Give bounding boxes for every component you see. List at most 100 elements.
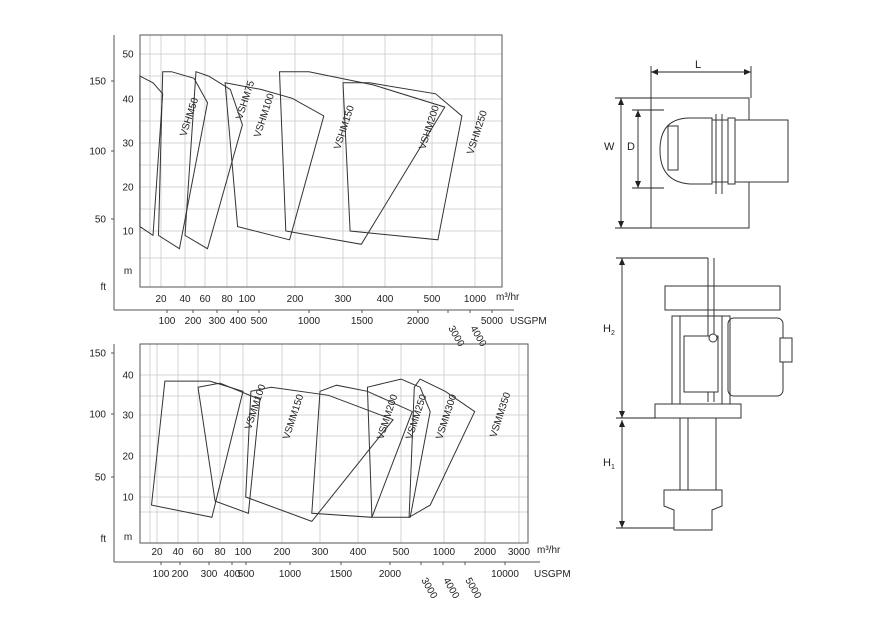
dimension-label-h2-letter: H (603, 323, 611, 335)
x-tick-label-gpm: 300 (209, 316, 226, 327)
x-tick-label-gpm: 1000 (279, 569, 302, 580)
x-tick-label-gpm: 1000 (298, 316, 321, 327)
x-tick-label-m3hr: 20 (151, 547, 163, 558)
y-tick-label-m: 30 (122, 139, 134, 150)
x-tick-label-gpm: 2000 (407, 316, 430, 327)
series-envelope-vsmm200 (245, 386, 394, 522)
plot-frame (139, 34, 503, 288)
x-tick-label-gpm: 200 (172, 569, 189, 580)
series-envelope-vsmm150 (197, 382, 261, 514)
y-tick-label-m: 10 (122, 493, 134, 504)
series-label-vsmm200: VSMM200 (375, 393, 400, 441)
series-label-vshm200: VSHM200 (417, 104, 442, 151)
motor-terminal-box (779, 337, 793, 363)
x-tick-label-gpm: 4000 (440, 576, 461, 601)
x-axis-unit-gpm: USGPM (510, 316, 547, 327)
y-axis-unit-m: m (124, 532, 132, 543)
series-envelope-vshm50 (139, 75, 164, 237)
y-tick-label-m: 10 (122, 227, 134, 238)
pump-side-view: H2 H1 (603, 257, 793, 531)
motor-fan-cover (667, 125, 679, 171)
x-tick-label-m3hr: 1000 (464, 294, 487, 305)
motor-body (709, 119, 789, 183)
y-tick-label-ft: 50 (95, 473, 107, 484)
x-tick-label-gpm: 5000 (462, 576, 483, 601)
x-tick-label-m3hr: 60 (192, 547, 204, 558)
x-tick-label-m3hr: 80 (214, 547, 226, 558)
x-tick-label-gpm: 10000 (491, 569, 519, 580)
x-tick-label-gpm: 300 (201, 569, 218, 580)
dimension-label-h1-subscript: 1 (611, 464, 615, 471)
y-tick-label-ft: 100 (89, 147, 106, 158)
series-label-vsmm300: VSMM300 (434, 393, 459, 441)
motor-top-plate (664, 285, 781, 311)
x-tick-label-m3hr: 300 (335, 294, 352, 305)
series-envelope-vsmm250 (311, 384, 413, 518)
y-tick-label-m: 20 (122, 183, 134, 194)
x-tick-label-m3hr: 1000 (433, 547, 456, 558)
dimension-label-w: W (604, 141, 615, 153)
y-tick-label-m: 40 (122, 95, 134, 106)
y-tick-label-m: 40 (122, 371, 134, 382)
dimension-label-h2-subscript: 2 (611, 330, 615, 337)
x-tick-label-gpm: 400 (224, 569, 241, 580)
x-tick-label-m3hr: 2000 (474, 547, 497, 558)
x-tick-label-gpm: 400 (230, 316, 247, 327)
y-axis-unit-ft: ft (100, 534, 106, 545)
series-envelope-vshm75 (157, 71, 209, 250)
x-tick-label-m3hr: 40 (172, 547, 184, 558)
series-label-vshm50: VSHM50 (178, 96, 201, 138)
y-tick-label-ft: 100 (89, 410, 106, 421)
y-tick-label-ft: 150 (89, 77, 106, 88)
y-tick-label-m: 20 (122, 452, 134, 463)
plot-frame (139, 343, 529, 544)
dimension-label-h1: H1 (603, 457, 615, 471)
series-envelope-vsmm100 (150, 380, 244, 518)
y-tick-label-m: 50 (122, 50, 134, 61)
series-label-vsmm150: VSMM150 (281, 393, 306, 441)
bolt (708, 333, 718, 343)
x-tick-label-m3hr: 80 (221, 294, 233, 305)
pump-top-view: L W D (604, 59, 789, 229)
x-tick-label-m3hr: 100 (235, 547, 252, 558)
x-tick-label-gpm: 100 (159, 316, 176, 327)
x-tick-label-m3hr: 60 (199, 294, 211, 305)
series-envelope-vshm200 (278, 71, 446, 245)
x-tick-label-gpm: 1500 (351, 316, 374, 327)
x-tick-label-gpm: 5000 (481, 316, 504, 327)
series-envelope-vshm150 (224, 82, 325, 241)
series-label-vshm250: VSHM250 (465, 109, 490, 156)
x-tick-label-m3hr: 200 (287, 294, 304, 305)
y-tick-label-ft: 150 (89, 349, 106, 360)
x-tick-label-gpm: 2000 (379, 569, 402, 580)
x-tick-label-m3hr: 3000 (508, 547, 531, 558)
y-tick-label-m: 30 (122, 411, 134, 422)
series-envelope-vsmm300 (366, 378, 431, 518)
x-tick-label-gpm: 500 (238, 569, 255, 580)
motor-housing (727, 317, 784, 397)
dimension-label-h2: H2 (603, 323, 615, 337)
y-axis-unit-m: m (124, 266, 132, 277)
x-tick-label-m3hr: 300 (312, 547, 329, 558)
mounting-plate (654, 403, 742, 419)
coupling-guard (683, 335, 719, 393)
x-tick-label-m3hr: 400 (350, 547, 367, 558)
dimension-label-d: D (627, 141, 635, 153)
x-tick-label-m3hr: 100 (239, 294, 256, 305)
x-tick-label-gpm: 3000 (418, 576, 439, 601)
x-tick-label-gpm: 100 (153, 569, 170, 580)
x-tick-label-m3hr: 500 (424, 294, 441, 305)
x-tick-label-m3hr: 200 (274, 547, 291, 558)
x-axis-unit-m3hr: m³/hr (496, 292, 520, 303)
x-tick-label-gpm: 3000 (445, 324, 466, 349)
x-axis-unit-m3hr: m³/hr (537, 545, 561, 556)
column-pipe (679, 417, 717, 491)
x-tick-label-gpm: 200 (185, 316, 202, 327)
y-axis-unit-ft: ft (100, 282, 106, 293)
coupling-block (727, 117, 736, 185)
x-axis-unit-gpm: USGPM (534, 569, 571, 580)
x-tick-label-gpm: 500 (251, 316, 268, 327)
x-tick-label-gpm: 1500 (330, 569, 353, 580)
